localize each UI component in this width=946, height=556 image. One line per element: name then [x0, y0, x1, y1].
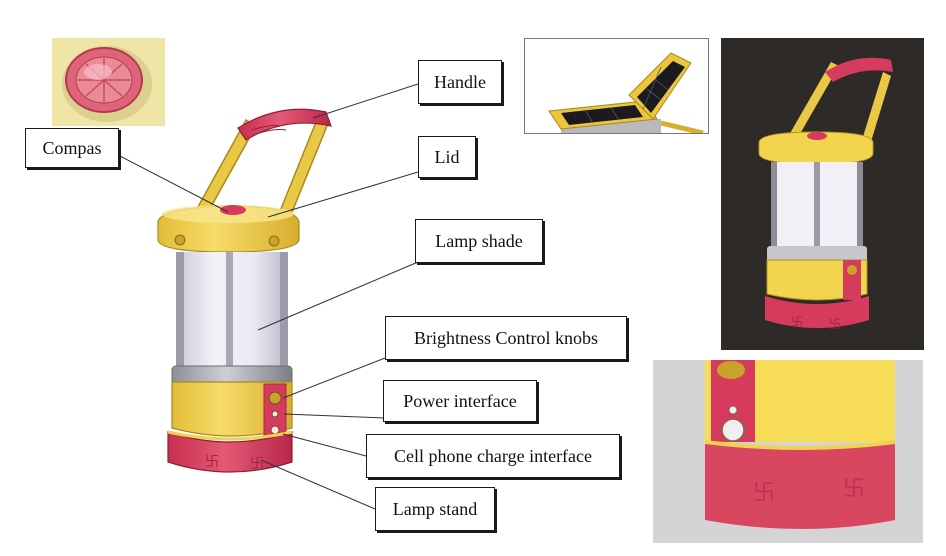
compass-inset: [52, 38, 165, 126]
solar-lid-inset: [524, 38, 709, 134]
lantern-shade: [176, 252, 288, 374]
svg-text:卐: 卐: [753, 481, 775, 506]
svg-text:卐: 卐: [829, 317, 841, 331]
lantern-stand: 卐 卐: [167, 430, 293, 473]
label-lid: Lid: [418, 136, 476, 178]
label-lamp-shade: Lamp shade: [415, 219, 543, 263]
leader-lines: [115, 83, 419, 510]
lantern-photo-dark: 卐 卐: [721, 38, 924, 350]
label-cell-phone-charge-interface: Cell phone charge interface: [366, 434, 620, 478]
svg-text:卐: 卐: [205, 454, 219, 470]
base-closeup-photo: 卐 卐: [653, 360, 923, 543]
lantern-lid: [157, 205, 300, 253]
svg-text:卐: 卐: [843, 477, 865, 502]
label-handle: Handle: [418, 60, 502, 104]
label-brightness-control-knobs: Brightness Control knobs: [385, 316, 627, 360]
svg-text:卐: 卐: [250, 456, 264, 472]
label-compas: Compas: [25, 128, 119, 168]
label-power-interface: Power interface: [383, 380, 537, 422]
svg-text:卐: 卐: [791, 315, 803, 329]
lantern-base: [171, 381, 293, 439]
label-lamp-stand: Lamp stand: [375, 487, 495, 531]
